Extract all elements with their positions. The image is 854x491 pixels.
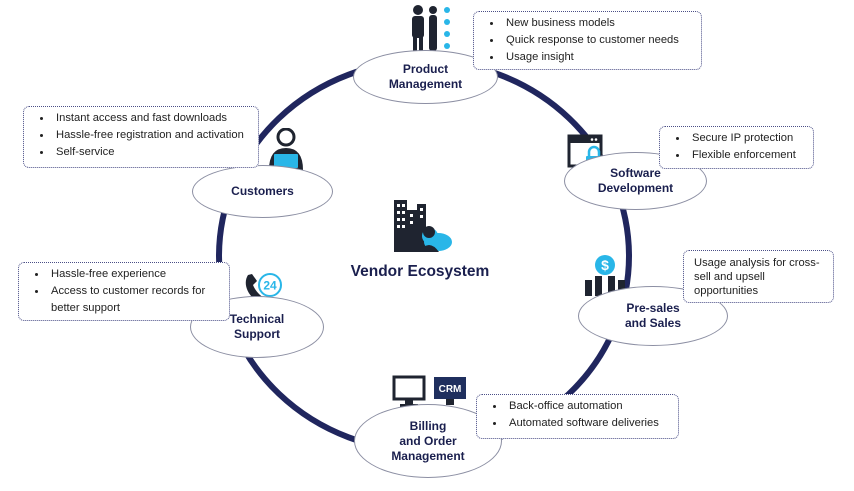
- box-software-development: Secure IP protection Flexible enforcemen…: [659, 126, 814, 169]
- billing-benefit-2: Automated software deliveries: [505, 415, 670, 432]
- node-billing-label: Billing and Order Management: [391, 418, 465, 463]
- node-presales-label: Pre-sales and Sales: [624, 301, 682, 330]
- box-product-management: New business models Quick response to cu…: [473, 11, 702, 70]
- node-software-development-label: Software Development: [597, 166, 674, 195]
- software-benefit-1: Secure IP protection: [688, 130, 805, 147]
- node-customers-label: Customers: [231, 184, 294, 198]
- box-presales: Usage analysis for cross-sell and upsell…: [683, 250, 834, 303]
- user-laptop-icon: [269, 128, 303, 170]
- software-benefit-2: Flexible enforcement: [688, 147, 805, 164]
- people-network-icon: [412, 5, 450, 51]
- city-user-icon: [394, 200, 452, 252]
- support-hours-label: 24: [263, 279, 277, 293]
- customers-benefit-3: Self-service: [52, 144, 250, 161]
- product-benefit-3: Usage insight: [502, 49, 693, 66]
- box-customers: Instant access and fast downloads Hassle…: [23, 106, 259, 168]
- node-software-development: Software Development: [564, 152, 707, 210]
- customers-benefit-1: Instant access and fast downloads: [52, 110, 250, 127]
- node-customers: Customers: [192, 165, 333, 218]
- support-benefit-2: Access to customer records for better su…: [47, 283, 221, 317]
- billing-benefit-1: Back-office automation: [505, 398, 670, 415]
- dollar-symbol: $: [601, 257, 609, 273]
- support-benefit-1: Hassle-free experience: [47, 266, 221, 283]
- node-technical-support-label: Technical Support: [229, 312, 285, 341]
- node-product-management-label: Product Management: [388, 62, 463, 91]
- presales-benefit: Usage analysis for cross-sell and upsell…: [694, 257, 820, 297]
- product-benefit-2: Quick response to customer needs: [502, 32, 693, 49]
- node-product-management: Product Management: [353, 50, 498, 104]
- box-billing: Back-office automation Automated softwar…: [476, 394, 679, 439]
- product-benefit-1: New business models: [502, 15, 693, 32]
- crm-label: CRM: [439, 384, 462, 395]
- box-technical-support: Hassle-free experience Access to custome…: [18, 262, 230, 321]
- customers-benefit-2: Hassle-free registration and activation: [52, 127, 250, 144]
- center-title: Vendor Ecosystem: [350, 263, 490, 280]
